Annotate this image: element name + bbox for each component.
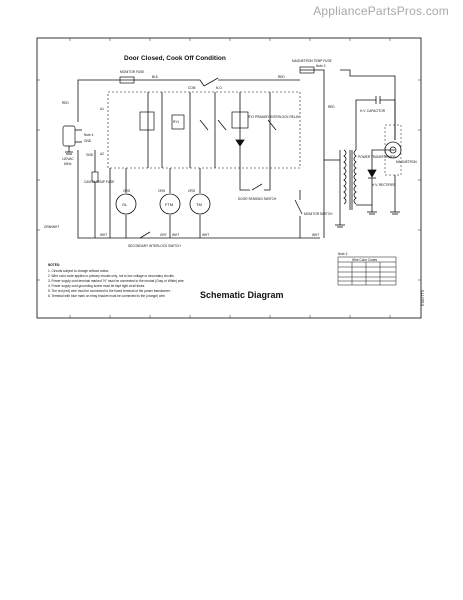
wire-color-table bbox=[337, 256, 397, 286]
label-no: N.O. bbox=[216, 86, 223, 90]
note-6: 6. Terminal with blue mark on relay brac… bbox=[48, 294, 166, 298]
label-gry: GRY bbox=[160, 233, 168, 237]
diagram-border bbox=[36, 37, 422, 319]
note-3: 3. Power supply cord terminal marked "N"… bbox=[48, 279, 185, 283]
label-note2: Note 2 bbox=[338, 252, 348, 256]
label-gnd: GND bbox=[86, 153, 94, 157]
label-wht-3: WHT bbox=[202, 233, 209, 237]
label-wht-1: WHT bbox=[100, 233, 107, 237]
note-4: 4. Power supply cord grounding screw mus… bbox=[48, 284, 145, 288]
wiring bbox=[62, 66, 402, 239]
label-org-1: ORG bbox=[123, 189, 131, 193]
label-cavity-temp-fuse: CAVITY TEMP FUSE bbox=[84, 180, 114, 184]
label-com: COM bbox=[188, 86, 196, 90]
note-5: 5. The red (red) wire must be connected … bbox=[48, 289, 171, 293]
label-hv-rectifier: H.V. RECTIFIER bbox=[372, 183, 396, 187]
label-blk: BLK bbox=[152, 75, 159, 79]
note-2: 2. Wire color code applies to primary ci… bbox=[48, 274, 175, 278]
label-wht-2: WHT bbox=[172, 233, 179, 237]
label-ftm: FTM bbox=[165, 202, 173, 207]
label-secondary-interlock: SECONDARY INTERLOCK SWITCH bbox=[128, 244, 181, 248]
label-monitor-switch: MONITOR SWITCH bbox=[304, 212, 333, 216]
label-power-transformer: POWER TRANSFORMER bbox=[358, 155, 396, 159]
ftm-motor bbox=[159, 193, 181, 215]
schematic-title: Schematic Diagram bbox=[200, 290, 284, 300]
label-door-sensing-switch: DOOR SENSING SWITCH bbox=[238, 197, 277, 201]
label-red-left: RED bbox=[62, 101, 69, 105]
label-note4: Note 4 bbox=[84, 133, 94, 137]
label-voltage: 120VAC bbox=[62, 157, 74, 161]
ol-motor bbox=[115, 193, 137, 215]
label-magnetron: MAGNETRON bbox=[396, 160, 417, 164]
label-hv-capacitor: H.V. CAPACITOR bbox=[360, 109, 386, 113]
label-monitor-fuse: MONITOR FUSE bbox=[120, 70, 144, 74]
label-org-2: ORG bbox=[158, 189, 166, 193]
label-red-top: RED bbox=[278, 75, 285, 79]
label-org-3: ORG bbox=[188, 189, 196, 193]
side-code: EMOTT6 bbox=[420, 289, 425, 306]
label-ry2: RY2 PRIMARY INTERLOCK RELAY bbox=[248, 115, 301, 119]
tm-motor bbox=[189, 193, 211, 215]
note-1: 1. Circuits subject to change without no… bbox=[48, 269, 109, 273]
watermark: AppliancePartsPros.com bbox=[313, 4, 449, 18]
label-wht-4: WHT bbox=[312, 233, 319, 237]
label-note3: Note 3 bbox=[316, 64, 326, 68]
label-a1: A1 bbox=[100, 107, 104, 111]
label-a2: A2 bbox=[100, 152, 104, 156]
condition-title: Door Closed, Cook Off Condition bbox=[124, 55, 226, 62]
label-magnetron-temp-fuse: MAGNETRON TEMP FUSE bbox=[292, 59, 332, 63]
notes-header: NOTES: bbox=[48, 263, 60, 267]
label-ol: OL bbox=[122, 202, 128, 207]
label-hz: 60Hz bbox=[64, 162, 72, 166]
border-ticks bbox=[37, 38, 421, 318]
label-tm: TM bbox=[196, 202, 202, 207]
label-grn-wht: GRN/WHT bbox=[44, 225, 59, 229]
label-red-right: RED bbox=[328, 105, 335, 109]
label-grn: GND bbox=[84, 139, 92, 143]
label-ry1: RY1 bbox=[173, 120, 179, 124]
wire-color-table-title: Wire Color Codes bbox=[352, 258, 378, 262]
